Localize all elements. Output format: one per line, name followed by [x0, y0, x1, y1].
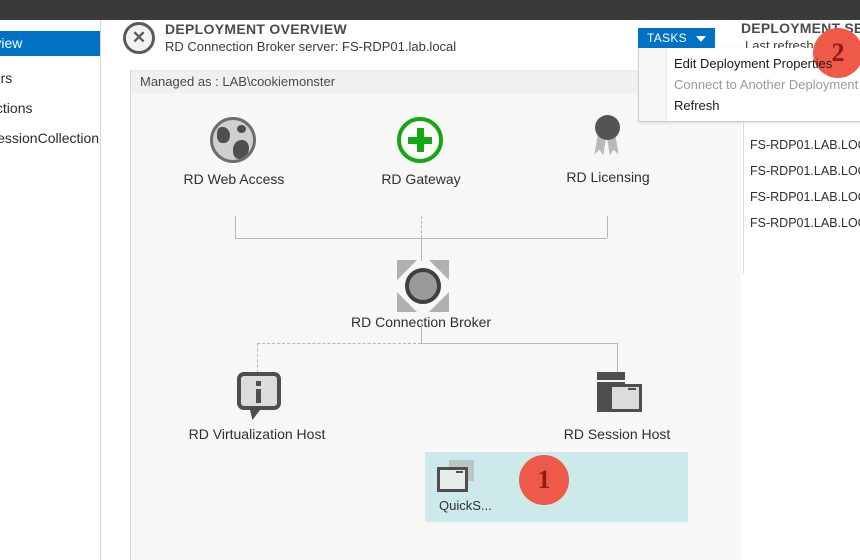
menu-item-edit-deployment-properties[interactable]: Edit Deployment Properties: [639, 53, 860, 74]
connector-web-access-down: [235, 216, 236, 238]
diagram-node-rd-connection-broker[interactable]: RD Connection Broker: [341, 260, 501, 330]
table-row[interactable]: FS-RDP01.LAB.LOCAL: [750, 164, 860, 178]
managed-as-text: Managed as : LAB\cookiemonster: [140, 74, 335, 89]
info-bubble-icon: [233, 372, 281, 420]
connector-gateway-down: [421, 216, 422, 238]
window-title-bar: [0, 0, 860, 20]
connector-broker-down: [421, 323, 422, 343]
connector-lower-bus-right: [421, 343, 617, 344]
diagram-node-rd-session-host[interactable]: RD Session Host: [537, 372, 697, 442]
broker-icon: [397, 260, 445, 308]
connector-to-virtualization-host: [257, 343, 258, 373]
node-label: RD Session Host: [537, 426, 697, 442]
chevron-down-icon: [696, 36, 706, 42]
ribbon-icon: [584, 115, 632, 163]
collection-label: QuickS...: [439, 498, 507, 513]
connector-to-session-host: [617, 343, 618, 373]
navigation-sidebar: Overview Servers Collections QuickSessio…: [0, 20, 101, 560]
windows-icon: [593, 372, 641, 420]
sidebar-item-label: QuickSessionCollection: [0, 130, 99, 146]
sidebar-item-quicksessioncollection[interactable]: QuickSessionCollection: [0, 126, 100, 151]
sidebar-item-overview[interactable]: Overview: [0, 31, 100, 56]
menu-item-refresh[interactable]: Refresh: [639, 95, 860, 116]
overview-header: ✕ DEPLOYMENT OVERVIEW RD Connection Brok…: [123, 20, 723, 58]
table-row[interactable]: FS-RDP01.LAB.LOCAL: [750, 190, 860, 204]
menu-item-label: Refresh: [674, 98, 720, 113]
table-row[interactable]: FS-RDP01.LAB.LOCAL: [750, 138, 860, 152]
tasks-dropdown-menu: Edit Deployment Properties Connect to An…: [638, 48, 860, 122]
green-plus-icon: [397, 117, 445, 165]
page-title: DEPLOYMENT OVERVIEW: [165, 21, 347, 37]
tasks-button[interactable]: TASKS: [638, 28, 715, 48]
connector-bus-to-broker: [421, 238, 422, 261]
table-row[interactable]: FS-RDP01.LAB.LOCAL: [750, 216, 860, 230]
collection-node[interactable]: QuickS...: [437, 460, 507, 513]
node-label: RD Web Access: [154, 171, 314, 187]
sidebar-item-collections[interactable]: Collections: [0, 96, 100, 121]
page-subtitle: RD Connection Broker server: FS-RDP01.la…: [165, 39, 456, 54]
diagram-node-rd-web-access[interactable]: RD Web Access: [154, 117, 314, 187]
node-label: RD Gateway: [341, 171, 501, 187]
globe-icon: [210, 117, 258, 165]
connector-licensing-down: [607, 216, 608, 238]
deployment-overview-icon: ✕: [123, 22, 155, 54]
table-left-border: [743, 98, 744, 273]
diagram-node-rd-licensing[interactable]: RD Licensing: [528, 115, 688, 185]
menu-item-connect-to-another-deployment: Connect to Another Deployment: [639, 74, 860, 95]
connector-lower-bus-left: [257, 343, 421, 344]
menu-item-label: Edit Deployment Properties: [674, 56, 832, 71]
node-label: RD Virtualization Host: [177, 426, 337, 442]
step-badge-1: 1: [519, 455, 569, 505]
diagram-node-rd-virtualization-host[interactable]: RD Virtualization Host: [177, 372, 337, 442]
sidebar-item-label: Overview: [0, 35, 22, 51]
menu-item-label: Connect to Another Deployment: [674, 77, 858, 92]
diagram-node-rd-gateway[interactable]: RD Gateway: [341, 117, 501, 187]
collection-icon: [437, 460, 477, 494]
node-label: RD Licensing: [528, 169, 688, 185]
tasks-button-label: TASKS: [647, 31, 687, 45]
sidebar-item-label: Servers: [0, 70, 12, 86]
sidebar-item-label: Collections: [0, 100, 32, 116]
sidebar-item-servers[interactable]: Servers: [0, 66, 100, 91]
